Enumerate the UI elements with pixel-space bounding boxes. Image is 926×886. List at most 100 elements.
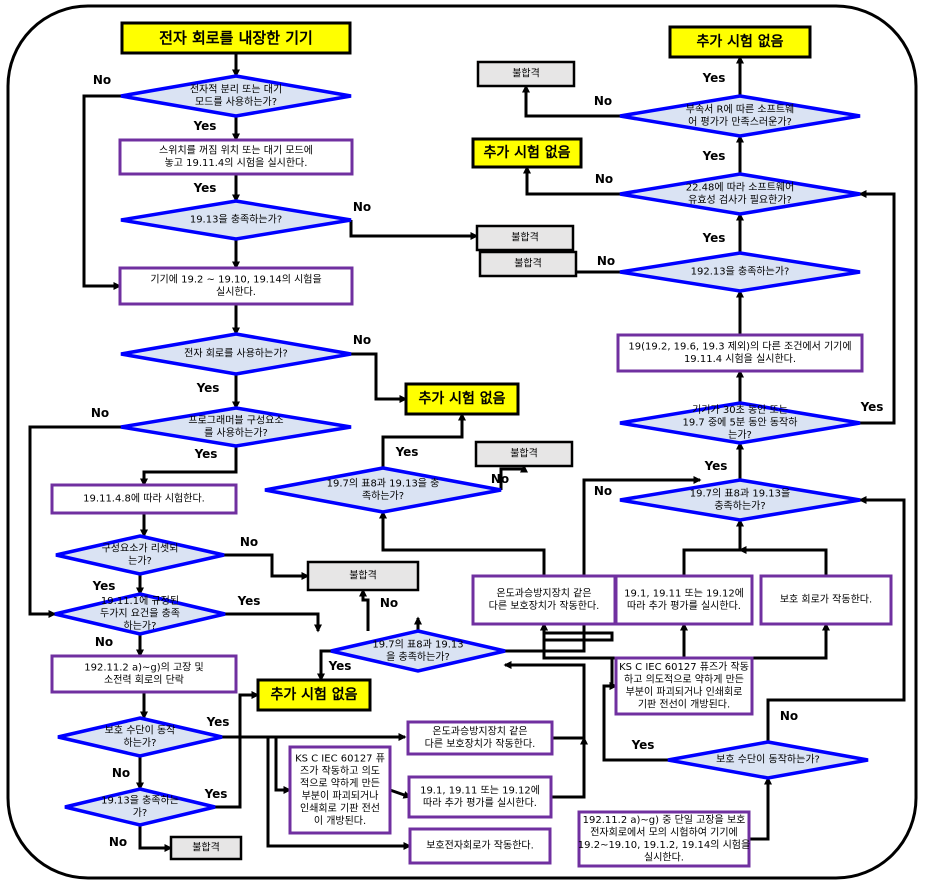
- edge-label-no: No: [594, 94, 612, 108]
- decision-shape: [120, 74, 352, 118]
- d-uses-circuit-node: 전자 회로를 사용하는가?: [120, 332, 352, 376]
- d-annex-r-node: 부속서 R에 따른 소프트웨어 평가가 만족스러운가?: [619, 94, 861, 138]
- connector-arrow: [749, 776, 772, 841]
- edge-label-yes: Yes: [395, 445, 419, 459]
- d-protect-left-node: 보호 수단이 동작하는가?: [57, 716, 223, 758]
- connector-arrow: [503, 661, 586, 740]
- edge-label-no: No: [109, 835, 127, 849]
- node-text: 실시한다.: [644, 851, 684, 863]
- edge-label-no: No: [595, 172, 613, 186]
- p-ks-right-node: KS C IEC 60127 퓨즈가 작동하고 의도적으로 약하게 만든부분이 …: [614, 656, 754, 716]
- edge-label-yes: Yes: [92, 579, 116, 593]
- node-text: 보호 회로가 작동한다.: [780, 594, 872, 606]
- terminal-box: [120, 21, 352, 55]
- node-text: 192.11.2 a)~g)의 고장 및: [84, 661, 204, 673]
- edge-label-no: No: [95, 635, 113, 649]
- edge-label-yes: Yes: [328, 659, 352, 673]
- node-text: 하는가?: [124, 619, 157, 632]
- node-text: 19.13을 충족하는가?: [190, 213, 282, 226]
- node-text: 추가 시험 없음: [418, 390, 505, 407]
- node-text: 19.13을 충족하는: [101, 793, 179, 806]
- edge-label-no: No: [597, 254, 615, 268]
- process-box: [406, 720, 554, 756]
- fail-top-node: 불합격: [475, 224, 575, 252]
- node-text: 추가 시험 없음: [483, 144, 570, 161]
- connector-arrow: [222, 735, 412, 850]
- node-text: 19(19.2, 19.6, 19.3 제외)의 다른 조건에서 기기에: [628, 340, 851, 352]
- connector-arrow: [379, 510, 546, 576]
- edge-label-no: No: [353, 333, 371, 347]
- terminal-box: [404, 382, 520, 416]
- edge-label-no: No: [93, 73, 111, 87]
- node-text: 모드를 사용하는가?: [195, 95, 277, 108]
- edge-label-yes: Yes: [631, 738, 655, 752]
- decision-shape: [619, 478, 861, 522]
- node-text: 불합격: [349, 569, 377, 582]
- connector-arrow: [225, 612, 322, 633]
- fail-box: [475, 224, 575, 252]
- edge-label-no: No: [491, 472, 509, 486]
- terminal-box: [256, 678, 372, 712]
- node-text: 는가?: [728, 429, 752, 441]
- decision-shape: [120, 332, 352, 376]
- decision-shape: [120, 406, 352, 448]
- node-text: 는가?: [128, 555, 152, 567]
- connector-arrow: [551, 736, 588, 799]
- node-text: 부속서 R에 따른 소프트웨: [686, 103, 794, 115]
- edge-label-yes: Yes: [702, 149, 726, 163]
- connector-arrow: [351, 352, 408, 403]
- process-box: [288, 745, 392, 835]
- node-text: 보호전자회로가 작동한다.: [426, 840, 534, 852]
- node-text: 192.11.2 a)~g) 중 단일 고장을 보호: [583, 814, 746, 826]
- node-text: 전자회로에서 모의 시험하여 기기에: [590, 825, 738, 838]
- node-text: 전자 회로를 내장한 기기: [159, 29, 313, 47]
- decision-shape: [330, 629, 506, 673]
- p-ks-left-node: KS C IEC 60127 퓨즈가 작동하고 의도적으로 약하게 만든부분이 …: [288, 745, 392, 835]
- node-text: 불합격: [511, 231, 539, 244]
- fail-box: [306, 560, 420, 592]
- node-text: 기기에 19.2 ~ 19.10, 19.14의 시험을: [150, 273, 321, 285]
- node-text: 추가 시험 없음: [270, 686, 357, 703]
- node-text: 족하는가?: [362, 489, 404, 502]
- decision-shape: [54, 592, 226, 636]
- decision-shape: [619, 401, 861, 445]
- node-text: 놓고 19.11.4의 시험을 실시한다.: [165, 157, 308, 169]
- connector-arrow: [381, 412, 466, 468]
- connector-arrow: [138, 825, 173, 852]
- node-text: 불합격: [512, 67, 540, 80]
- fail-upper-node: 불합격: [474, 440, 574, 468]
- node-text: 인쇄회로 기판 전선: [300, 802, 380, 814]
- connector-arrow: [602, 682, 668, 762]
- p-protect-circuit-left-node: 보호전자회로가 작동한다.: [408, 827, 552, 865]
- node-text: 를 사용하는가?: [204, 426, 268, 439]
- start-node: 전자 회로를 내장한 기기: [120, 21, 352, 55]
- fail-reset-node: 불합격: [306, 560, 420, 592]
- node-text: 불합격: [514, 257, 542, 270]
- decision-shape: [619, 94, 861, 138]
- node-text: 19.1, 19.11 또는 19.12에: [624, 587, 744, 599]
- edge-label-no: No: [112, 766, 130, 780]
- node-text: 온도과승방지장치 같은: [432, 725, 527, 737]
- edge-label-no: No: [380, 596, 398, 610]
- connector-arrow: [224, 553, 310, 580]
- node-text: 하는가?: [124, 736, 157, 749]
- d-1913-right-node: 192.13을 충족하는가?: [619, 251, 861, 293]
- d-table8-center-node: 19.7의 표8과 19.13을 충족하는가?: [330, 629, 506, 673]
- node-text: 두가지 요건을 충족: [100, 608, 180, 620]
- node-text: 전자적 분리 또는 대기: [190, 83, 282, 95]
- connector-arrow: [738, 546, 828, 576]
- node-text: 불합격: [510, 447, 538, 460]
- connector-arrow: [682, 518, 744, 576]
- node-text: 보호 수단이 동작하는가?: [716, 753, 820, 766]
- node-text: 하고 의도적으로 약하게 만든: [624, 672, 744, 685]
- edge-label-no: No: [91, 406, 109, 420]
- node-text: 19.7 중에 5분 동안 동작하: [683, 416, 798, 429]
- node-text: 19.7의 표8과 19.13을: [690, 487, 790, 499]
- node-text: 22.48에 따라 소프트웨어: [686, 181, 795, 193]
- connector-arrow: [389, 788, 412, 799]
- node-text: 19.7의 표8과 19.13을 충: [327, 477, 440, 489]
